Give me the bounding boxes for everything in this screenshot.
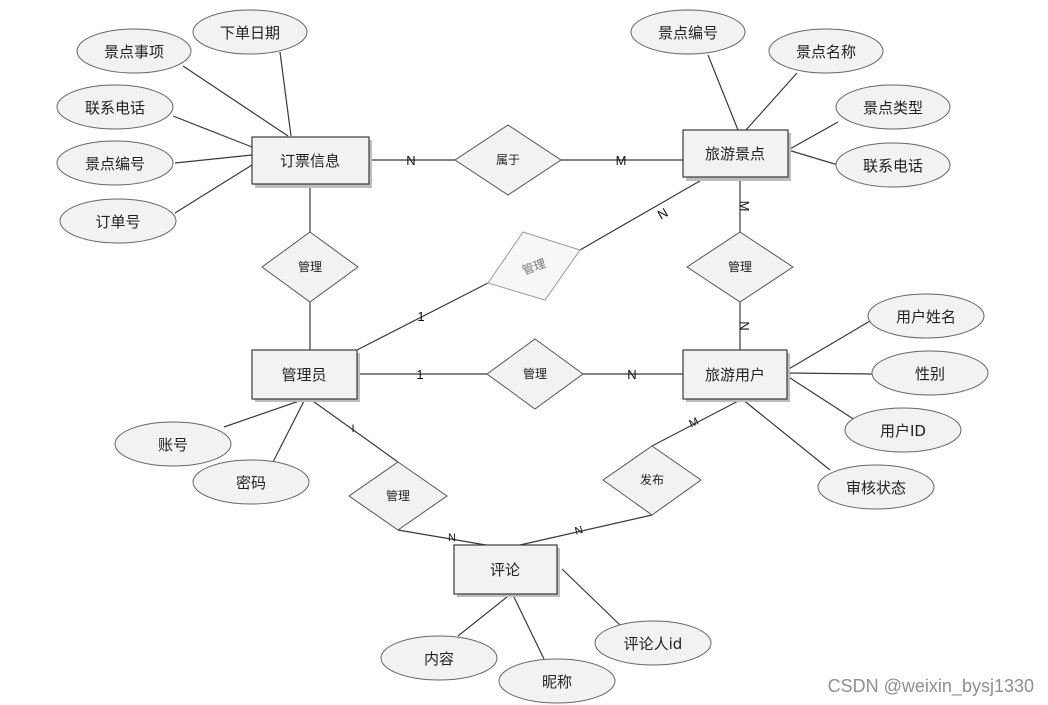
- relationship-manage-comment: 管理: [348, 461, 448, 531]
- edge-comment-content: [457, 592, 513, 637]
- attribute-order-phone: 联系电话: [56, 84, 174, 130]
- edge-admin-account: [223, 398, 306, 428]
- attribute-user-name: 用户姓名: [867, 293, 985, 339]
- attribute-order-date: 下单日期: [192, 9, 308, 55]
- attribute-admin-account: 账号: [114, 421, 232, 467]
- attribute-label: 账号: [158, 436, 188, 454]
- watermark: CSDN @weixin_bysj1330: [827, 676, 1034, 696]
- attribute-comment-nickname: 昵称: [498, 658, 616, 704]
- attribute-spot-type: 景点类型: [835, 84, 951, 130]
- edge-user-name: [786, 320, 871, 371]
- edge-commenter-id: [561, 568, 621, 626]
- entity-scenic-spot: 旅游景点: [682, 129, 791, 181]
- attribute-order-item: 景点事项: [76, 28, 192, 74]
- edge-admin-password: [271, 398, 306, 465]
- attribute-label: 订单号: [95, 213, 140, 231]
- cardinality-user-manage-admin: N: [627, 367, 636, 382]
- entity-tourist-user: 旅游用户: [682, 349, 790, 402]
- edge-user-status: [741, 398, 831, 471]
- cardinality-spot-manage-faded: N: [655, 205, 671, 223]
- relationship-belongs: 属于: [454, 124, 562, 196]
- attribute-label: 景点类型: [863, 99, 923, 117]
- entity-label: 旅游用户: [705, 366, 765, 384]
- edge-spot-phone: [787, 149, 839, 166]
- edge-order-spot-no: [174, 154, 253, 164]
- relationship-label: 管理: [298, 259, 322, 274]
- edge-user-publish: [651, 398, 743, 447]
- cardinality-user-publish: M: [687, 416, 700, 431]
- attribute-order-spot-no: 景点编号: [56, 140, 174, 186]
- attribute-label: 联系电话: [85, 99, 145, 117]
- attribute-label: 密码: [236, 474, 266, 492]
- attribute-label: 联系电话: [863, 157, 923, 175]
- attribute-label: 景点事项: [104, 43, 164, 61]
- edge-order-phone: [172, 115, 253, 148]
- attribute-user-gender: 性别: [871, 350, 989, 396]
- cardinality-spot-belongs: M: [616, 153, 627, 168]
- attribute-label: 昵称: [542, 673, 572, 691]
- attribute-label: 性别: [915, 365, 945, 383]
- cardinality-user-manage-spot: N: [737, 321, 752, 330]
- edge-order-no: [174, 164, 253, 214]
- attribute-label: 景点名称: [796, 43, 856, 61]
- relationship-publish: 发布: [602, 445, 702, 516]
- attribute-spot-name: 景点名称: [768, 28, 884, 74]
- edge-faded-spot: [579, 177, 706, 251]
- cardinality-comment-publish: N: [574, 524, 585, 538]
- relationship-manage-spot-faded: 管理: [487, 231, 581, 301]
- relationship-label: 管理: [386, 488, 410, 503]
- attribute-user-id: 用户ID: [844, 407, 962, 453]
- edge-order-item: [182, 65, 289, 137]
- attribute-label: 用户ID: [880, 422, 926, 440]
- entity-order-info: 订票信息: [251, 136, 372, 188]
- edge-order-date: [279, 51, 292, 137]
- cardinality-admin-manage-faded: 1: [417, 309, 424, 324]
- attribute-label: 评论人id: [624, 635, 683, 653]
- entity-admin: 管理员: [251, 349, 360, 402]
- edge-user-id: [786, 375, 856, 421]
- cardinality-admin-manage-user: 1: [416, 367, 423, 382]
- relationship-label: 管理: [728, 259, 752, 274]
- entity-comment: 评论: [453, 544, 560, 597]
- attribute-commenter-id: 评论人id: [594, 620, 712, 666]
- entity-label: 评论: [490, 561, 520, 579]
- entity-label: 订票信息: [280, 152, 340, 170]
- edge-publish-comment: [519, 514, 653, 546]
- relationship-label: 管理: [523, 366, 547, 381]
- edge-manage-comment: [397, 529, 487, 546]
- cardinality-order-belongs: N: [406, 153, 415, 168]
- attribute-spot-no: 景点编号: [630, 9, 746, 55]
- attribute-label: 下单日期: [220, 24, 280, 42]
- edge-user-gender: [786, 372, 873, 375]
- attribute-user-status: 审核状态: [817, 464, 935, 510]
- attribute-label: 用户姓名: [896, 308, 956, 326]
- relationship-manage-order: 管理: [261, 231, 359, 303]
- entity-label: 旅游景点: [705, 145, 765, 163]
- attribute-label: 景点编号: [658, 24, 718, 42]
- attribute-order-no: 订单号: [59, 198, 177, 244]
- relationship-label: 发布: [640, 472, 664, 487]
- relationship-manage-user: 管理: [486, 338, 584, 410]
- edge-spot-no: [707, 54, 739, 131]
- attribute-label: 景点编号: [85, 155, 145, 173]
- edge-comment-nickname: [511, 592, 545, 660]
- connector-lines: [172, 51, 873, 660]
- attribute-label: 审核状态: [846, 479, 906, 497]
- attribute-spot-phone: 联系电话: [835, 142, 951, 188]
- cardinality-spot-manage-user: M: [737, 201, 752, 212]
- entity-label: 管理员: [281, 366, 326, 384]
- attribute-label: 内容: [424, 650, 454, 668]
- cardinality-admin-manage-comment: I: [351, 423, 354, 435]
- edge-admin-manage-comment: [309, 398, 399, 463]
- relationship-label: 属于: [496, 153, 520, 167]
- attribute-admin-password: 密码: [192, 459, 310, 505]
- edge-spot-name: [745, 72, 798, 131]
- cardinality-comment-manage-admin: N: [448, 532, 456, 544]
- relationship-manage-spot-user: 管理: [686, 231, 794, 303]
- edge-spot-type: [787, 121, 839, 151]
- edge-admin-faded: [356, 282, 489, 351]
- attribute-comment-content: 内容: [380, 635, 498, 681]
